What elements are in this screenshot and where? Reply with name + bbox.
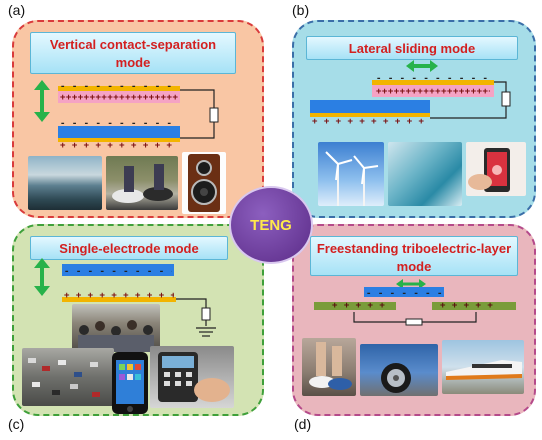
sliding-dielectric-layer: [364, 287, 444, 297]
panel-d-letter: (d): [294, 416, 312, 432]
smartphone-touch-photo: [466, 142, 526, 196]
ocean-wave-photo: [388, 142, 462, 206]
panel-b-diagram: [406, 60, 511, 119]
load-resistor: [209, 107, 219, 123]
top-dielectric-layer: [372, 85, 494, 97]
panel-a-title: Vertical contact-separation mode: [30, 32, 236, 74]
traffic-photo: [22, 348, 114, 406]
top-plus-charges: ++++++++++++++++++++++++++++++++: [60, 94, 178, 102]
loudspeaker-photo: [182, 152, 226, 214]
running-feet-photo: [302, 338, 356, 396]
load-resistor: [501, 91, 511, 107]
arrow-head-left: [396, 279, 403, 289]
top-minus-charges: - - - - - - - - - - - - - - - - - - - - …: [60, 83, 178, 91]
iphone-photo: [112, 352, 148, 414]
arrow-head-right: [419, 279, 426, 289]
left-electrode-plus-charges: + + + + + + + + + + + + + + + + + + +: [332, 302, 386, 310]
load-resistor: [405, 318, 423, 326]
external-circuit-wire: [180, 89, 215, 139]
bottom-plus-charges: + + + + + + + + + + + + + + + + + + +: [312, 118, 428, 126]
sliding-minus-charges: - - - - - - - - - - - - - - - - - - - - …: [366, 290, 442, 298]
top-metal-strip: [372, 80, 494, 85]
top-dielectric-layer: [58, 91, 180, 103]
high-speed-train-photo: [442, 340, 524, 394]
load-resistor: [201, 307, 211, 321]
panel-b-title: Lateral sliding mode: [306, 36, 518, 60]
bottom-electrode: [58, 126, 180, 138]
panel-a-diagram: [34, 80, 219, 139]
dielectric-minus-charges: - - - - - - - - - - - - - - - - - - - - …: [64, 268, 172, 276]
panel-d-title-line2: mode: [396, 259, 432, 274]
dielectric-layer: [62, 264, 174, 276]
bottom-electrode: [310, 100, 430, 113]
panel-a-letter: (a): [8, 2, 26, 18]
car-tire-photo: [360, 344, 438, 396]
bottom-plus-charges: + + + + + + + + + + + + + + + + + + +: [60, 142, 178, 150]
panel-b-letter: (b): [292, 2, 310, 18]
right-electrode: [432, 302, 516, 310]
walking-shoes-photo: [106, 156, 178, 210]
left-electrode: [314, 302, 396, 310]
panel-c-letter: (c): [8, 416, 25, 432]
panel-c-title: Single-electrode mode: [30, 236, 228, 260]
crowd-photo: [72, 304, 160, 352]
arrow-head-left: [406, 60, 414, 72]
panel-c-diagram: [34, 258, 216, 337]
panel-d-title-line1: Freestanding triboelectric-layer: [316, 241, 512, 256]
wind-turbines-photo: [318, 142, 384, 206]
bottom-metal-strip: [310, 113, 430, 117]
keypad-photo: [150, 346, 234, 408]
panel-a-title-line2: mode: [115, 55, 151, 70]
top-metal-strip: [58, 86, 180, 91]
right-electrode-plus-charges: + + + + + + + + + + + + + + + + + + +: [440, 302, 494, 310]
electrode-plus-charges: + + + + + + + + + + + + + + + + + + +: [64, 292, 174, 300]
arrow-head-up: [34, 80, 50, 90]
panel-d-title: Freestanding triboelectric-layer mode: [310, 236, 518, 276]
teng-center-circle: TENG: [229, 186, 313, 264]
bottom-metal-strip: [58, 138, 180, 142]
panel-a-title-line1: Vertical contact-separation: [49, 37, 217, 52]
arrow-head-right: [430, 60, 438, 72]
top-plus-charges: ++++++++++++++++++++++++++++++++: [376, 88, 490, 96]
arrow-head-down: [34, 286, 50, 296]
arrow-head-down: [34, 112, 50, 122]
arrow-head-up: [34, 258, 50, 268]
bottom-minus-charges: - - - - - - - - - - - - - - - - - - - - …: [60, 120, 178, 128]
panel-d-diagram: [353, 279, 477, 326]
electrode-layer: [62, 297, 176, 302]
top-minus-charges: - - - - - - - - - - - - - - - - - - - - …: [376, 75, 490, 83]
ocean-waves-photo: [28, 156, 102, 210]
